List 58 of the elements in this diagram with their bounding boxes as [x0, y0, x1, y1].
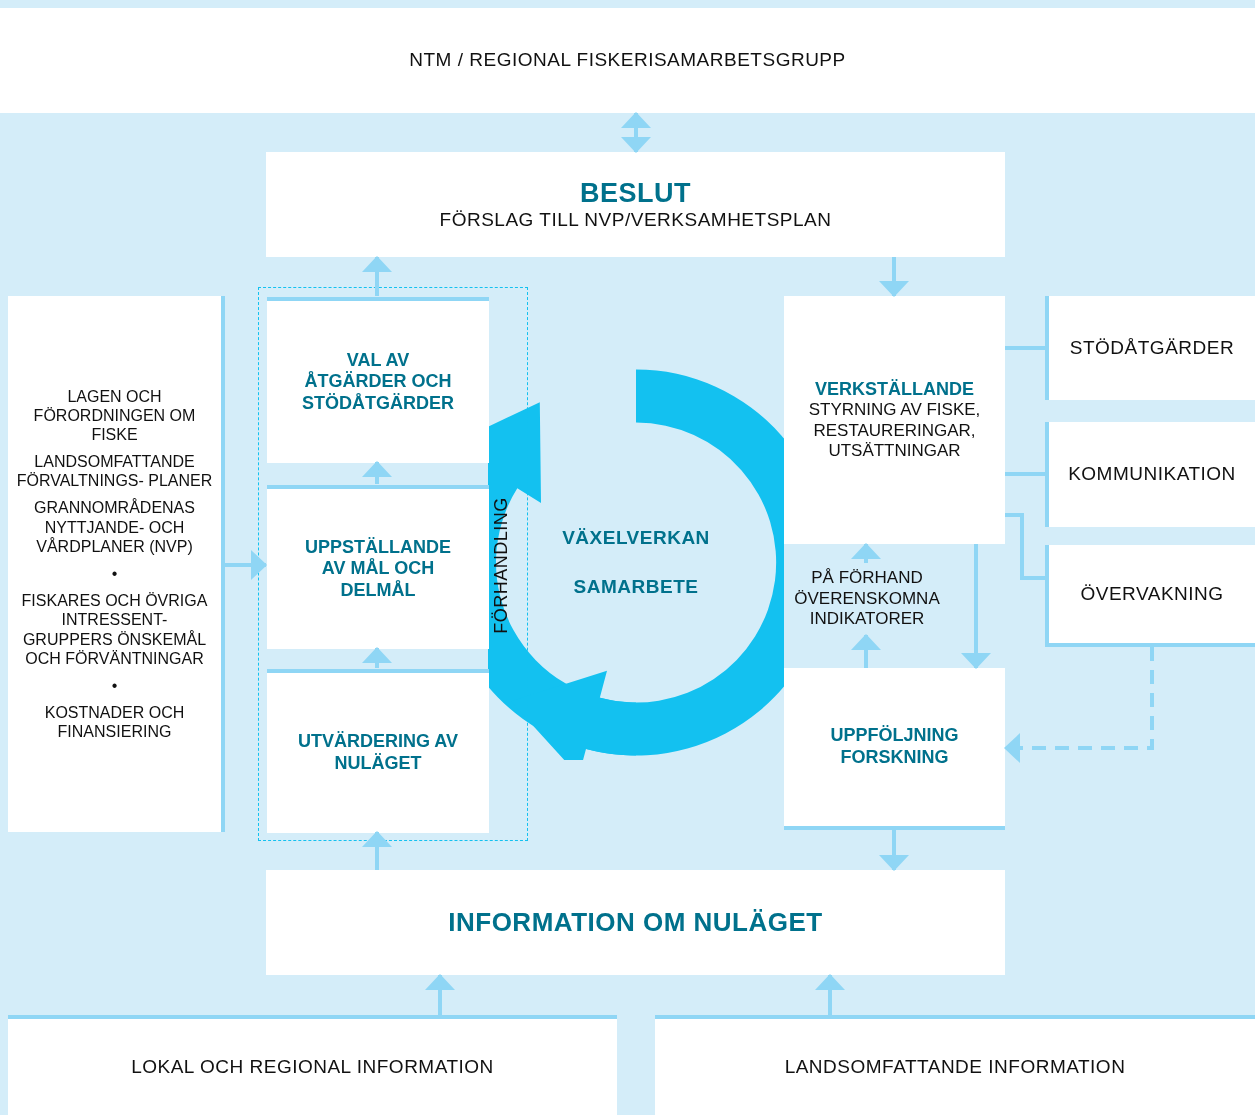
panel-text: KOSTNADER OCH FINANSIERING [43, 703, 186, 742]
source-box [8, 1015, 617, 1115]
arrow [362, 831, 392, 870]
process-box [267, 669, 489, 833]
arrow [1004, 647, 1154, 763]
panel-text: FISKARES OCH ÖVRIGA INTRESSENT- GRUPPERS ÖNSKEMÅL OCH FÖRVÄNTNINGAR [20, 591, 209, 668]
source-box [655, 1015, 1255, 1115]
arrow [961, 544, 991, 669]
connector-line [1005, 346, 1045, 350]
connector-line [1005, 472, 1045, 476]
arrow [879, 257, 909, 297]
process-box [784, 668, 1005, 830]
connector-line [1005, 513, 1045, 580]
activity-box [1045, 545, 1255, 647]
box-heading: UTVÄRDERING AV NULÄGET [297, 731, 459, 775]
panel-text: • [111, 564, 118, 584]
box-text: LOKAL OCH REGIONAL INFORMATION [131, 1055, 494, 1079]
process-box [784, 296, 1005, 544]
cycle-label: SAMARBETE [573, 575, 699, 599]
information-box [266, 870, 1005, 975]
box-text: LANDSOMFATTANDE INFORMATION [784, 1055, 1126, 1079]
box-text: ÖVERVAKNING [1080, 582, 1224, 606]
box-heading: VAL AV ÅTGÄRDER OCH STÖDÅTGÄRDER [301, 349, 455, 415]
box-text: STÖDÅTGÄRDER [1069, 336, 1235, 360]
arrow [362, 256, 392, 296]
arrow [425, 974, 455, 1015]
cycle-label: VÄXELVERKAN [562, 526, 710, 550]
box-heading: UPPFÖLJNING FORSKNING [829, 725, 960, 769]
box-heading: BESLUT [580, 176, 691, 210]
header-band [0, 8, 1255, 113]
arrow [815, 974, 845, 1015]
box-text: PÅ FÖRHAND ÖVERENSKOMNA INDIKATORER [794, 568, 940, 630]
arrow [225, 550, 267, 580]
process-box [267, 485, 489, 649]
arrow [851, 634, 881, 668]
box-text: STYRNING AV FISKE, RESTAURERINGAR, UTSÄTTNINGAR [807, 400, 982, 462]
panel-text: LAGEN OCH FÖRORDNINGEN OM FISKE [32, 386, 197, 445]
activity-box [1045, 296, 1255, 400]
process-box [267, 297, 489, 463]
box-text: KOMMUNIKATION [1068, 463, 1236, 486]
panel-text: LANDSOMFATTANDE FÖRVALTNINGS- PLANER [16, 452, 213, 491]
activity-box [1045, 422, 1255, 527]
box-heading: UPPSTÄLLANDE AV MÅL OCH DELMÅL [304, 536, 452, 602]
input-panel [8, 296, 225, 832]
arrow [851, 543, 881, 563]
vertical-label: FÖRHANDLING [490, 496, 512, 634]
panel-text: • [111, 675, 118, 696]
box-heading: VERKSTÄLLANDE [815, 378, 974, 401]
box-text: FÖRSLAG TILL NVP/VERKSAMHETSPLAN [439, 209, 832, 233]
panel-text: GRANNOMRÅDENAS NYTTJANDE- OCH VÅRDPLANER (NVP) [33, 498, 196, 556]
box-heading: INFORMATION OM NULÄGET [448, 906, 823, 939]
decision-box [266, 152, 1005, 257]
arrow [362, 461, 392, 484]
arrow [621, 112, 651, 153]
box-text: NTM / REGIONAL FISKERISAMARBETSGRUPP [409, 49, 846, 72]
arrow [362, 647, 392, 668]
arrow [879, 830, 909, 871]
negotiation-group [258, 287, 528, 841]
